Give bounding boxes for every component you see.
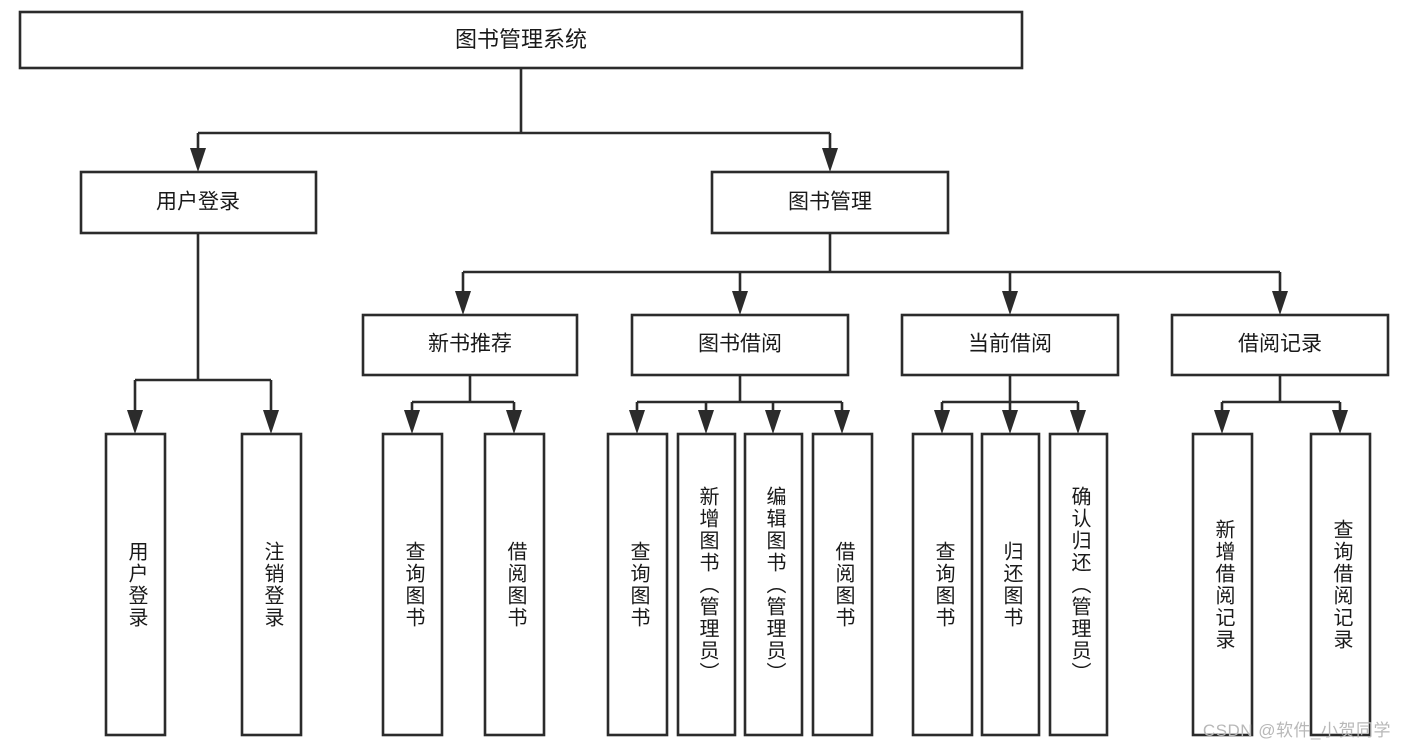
arrow-head-userlogin-1 — [127, 410, 143, 434]
node-root-system-label: 图书管理系统 — [455, 27, 587, 52]
node-borrow-record-box[interactable] — [1170, 313, 1390, 377]
leaf-box-book-borrow-2[interactable] — [676, 432, 737, 737]
arrow-head-currentborrow-3 — [1070, 410, 1086, 434]
node-current-borrow[interactable]: 当前借阅 — [900, 313, 1120, 377]
arrow-head-newbook-1 — [404, 410, 420, 434]
arrow-head-borrowrecord-1 — [1214, 410, 1230, 434]
leaf-box-new-book-2[interactable] — [483, 432, 546, 737]
arrow-head-bookborrow-4 — [834, 410, 850, 434]
arrow-head-currentborrow-1 — [934, 410, 950, 434]
node-book-manage-box[interactable] — [710, 170, 950, 235]
arrow-head-bookborrow-3 — [765, 410, 781, 434]
node-current-borrow-box[interactable] — [900, 313, 1120, 377]
node-user-login-box[interactable] — [79, 170, 318, 235]
leaf-box-user-login-1[interactable] — [104, 432, 167, 737]
watermark-text: CSDN @软件_小贺同学 — [1202, 721, 1391, 740]
arrow-head-bookmanage-4 — [1272, 291, 1288, 315]
arrow-head-currentborrow-2 — [1002, 410, 1018, 434]
arrow-head-root-2 — [822, 148, 838, 172]
leaf-box-current-borrow-2[interactable] — [980, 432, 1041, 737]
leaf-box-current-borrow-3[interactable] — [1048, 432, 1109, 737]
arrow-head-newbook-2 — [506, 410, 522, 434]
leaf-box-book-borrow-3[interactable] — [743, 432, 804, 737]
leaf-box-book-borrow-1[interactable] — [606, 432, 669, 737]
node-root-system[interactable]: 图书管理系统 — [18, 10, 1024, 70]
leaf-box-borrow-record-1[interactable] — [1191, 432, 1254, 737]
node-new-book-recommend-label: 新书推荐 — [428, 333, 512, 356]
node-borrow-record[interactable]: 借阅记录 — [1170, 313, 1390, 377]
leaf-box-book-borrow-4[interactable] — [811, 432, 874, 737]
connector-group-new-book — [404, 375, 522, 434]
node-book-manage[interactable]: 图书管理 — [710, 170, 950, 235]
connector-group-book-borrow — [629, 375, 850, 434]
arrow-head-bookmanage-1 — [455, 291, 471, 315]
arrow-head-userlogin-2 — [263, 410, 279, 434]
node-book-borrow-box[interactable] — [630, 313, 850, 377]
leaf-box-user-login-2[interactable] — [240, 432, 303, 737]
leaf-box-current-borrow-1[interactable] — [911, 432, 974, 737]
node-user-login[interactable]: 用户登录 — [79, 170, 318, 235]
connector-group-book-manage — [455, 233, 1288, 315]
node-borrow-record-label: 借阅记录 — [1238, 333, 1322, 356]
node-root-system-box[interactable] — [18, 10, 1024, 70]
arrow-head-bookborrow-1 — [629, 410, 645, 434]
node-book-manage-label: 图书管理 — [788, 191, 872, 214]
arrow-head-bookmanage-3 — [1002, 291, 1018, 315]
connector-group-root — [190, 68, 838, 172]
leaf-box-borrow-record-2[interactable] — [1309, 432, 1372, 737]
node-book-borrow-label: 图书借阅 — [698, 333, 782, 356]
connector-group-current-borrow — [934, 375, 1086, 434]
node-current-borrow-label: 当前借阅 — [968, 333, 1052, 356]
connector-group-user-login — [127, 233, 279, 434]
arrow-head-bookmanage-2 — [732, 291, 748, 315]
arrow-head-root-1 — [190, 148, 206, 172]
node-book-borrow[interactable]: 图书借阅 — [630, 313, 850, 377]
arrow-head-borrowrecord-2 — [1332, 410, 1348, 434]
node-new-book-recommend[interactable]: 新书推荐 — [361, 313, 579, 377]
connector-group-borrow-record — [1214, 375, 1348, 434]
node-new-book-recommend-box[interactable] — [361, 313, 579, 377]
leaf-box-new-book-1[interactable] — [381, 432, 444, 737]
arrow-head-bookborrow-2 — [698, 410, 714, 434]
node-user-login-label: 用户登录 — [156, 191, 240, 214]
